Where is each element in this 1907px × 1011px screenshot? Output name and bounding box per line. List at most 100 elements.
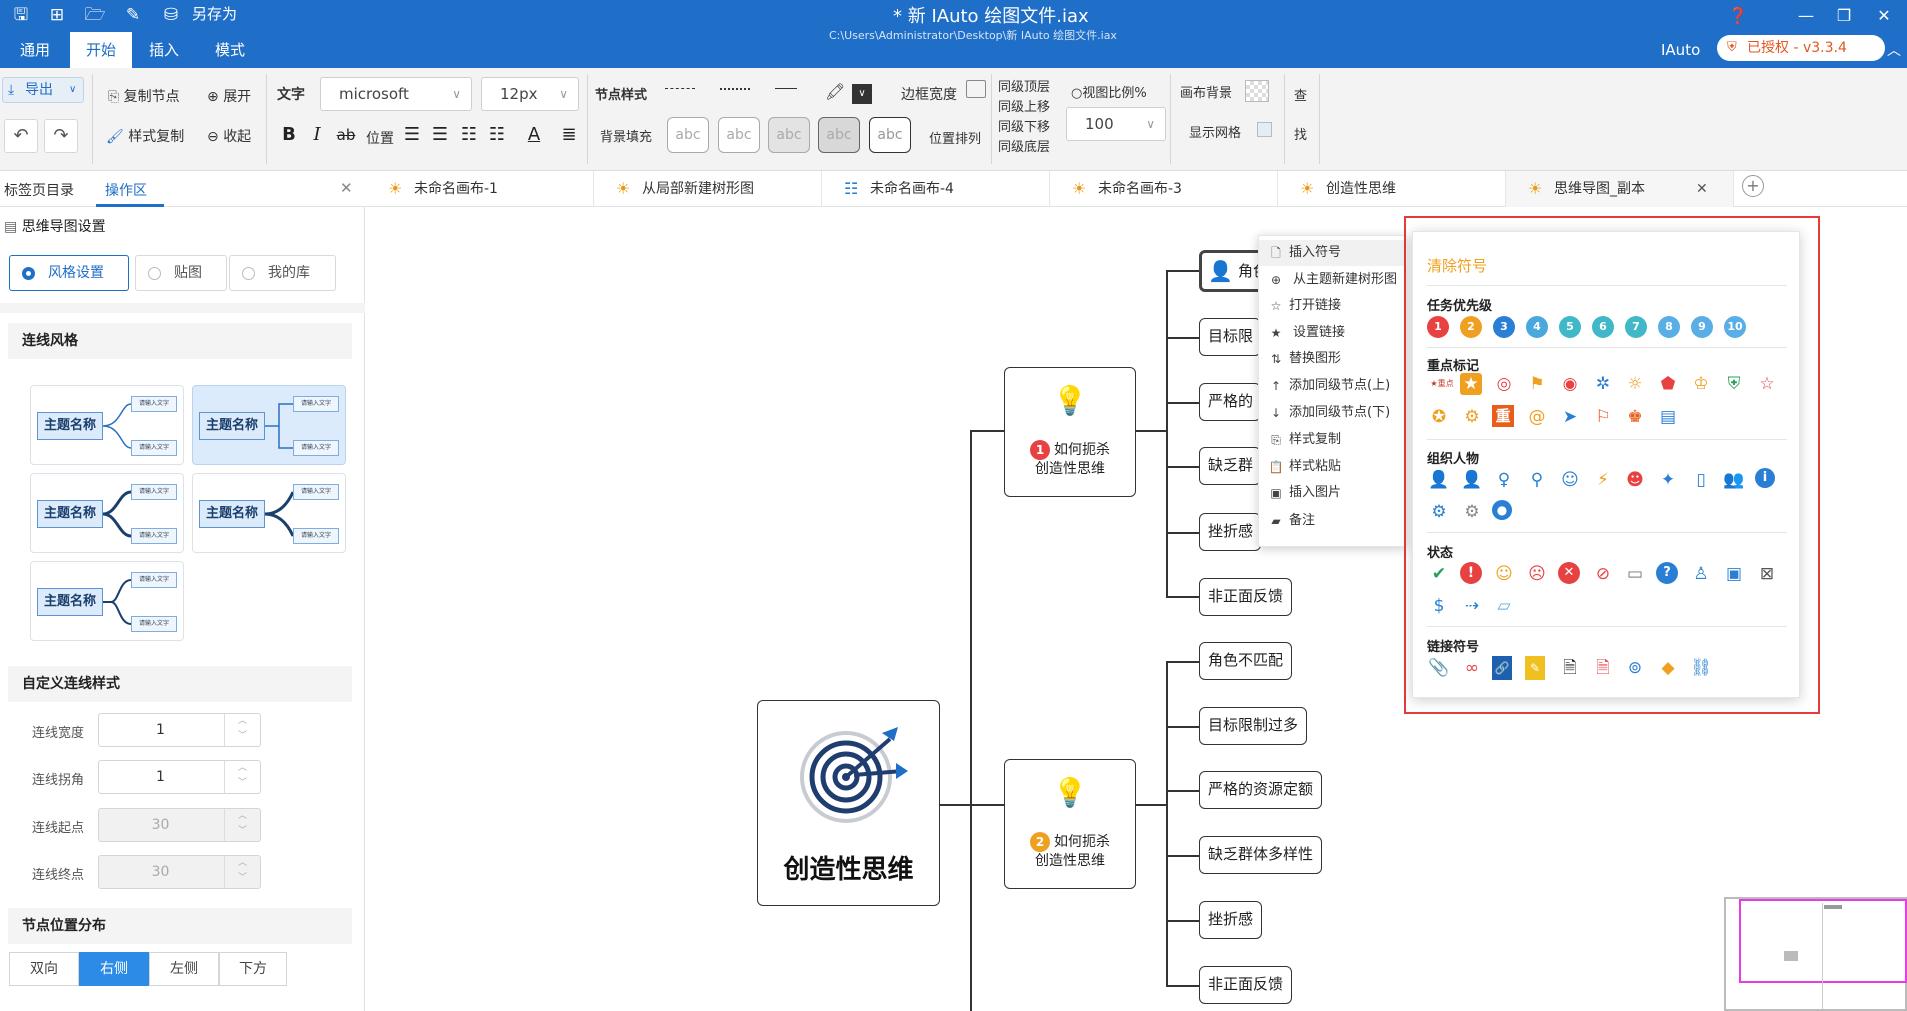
priority-1-icon[interactable]: 1 (1427, 316, 1449, 338)
ticket-icon[interactable]: ▱ (1497, 596, 1511, 616)
export-button[interactable]: ⤓ 导出 ∨ (2, 77, 84, 103)
font-size-select[interactable]: 12px∨ (481, 77, 579, 111)
position-left[interactable]: 左侧 (149, 952, 219, 986)
bold-button[interactable]: B (282, 124, 296, 145)
copy-node-button[interactable]: ⎘ 复制节点 (108, 86, 180, 106)
minimap[interactable] (1724, 897, 1907, 1011)
collapse-ribbon-icon[interactable]: ︿ (1887, 43, 1901, 59)
same-level-down-button[interactable]: 同级下移 (998, 120, 1051, 135)
stepper-icon[interactable]: ︿﹀ (224, 714, 260, 746)
line-style-3[interactable]: 主题名称 请输入文字 请输入文字 (30, 473, 184, 553)
leaf-node[interactable]: 目标限制过多 (1199, 707, 1308, 745)
pen-color-icon[interactable]: 🖍 (825, 82, 846, 101)
priority-9-icon[interactable]: 9 (1691, 316, 1713, 338)
doc-yellow-icon[interactable]: ✎ (1525, 656, 1545, 680)
menu-style-copy[interactable]: ⎘样式复制 (1259, 427, 1407, 453)
position-both[interactable]: 双向 (9, 952, 79, 986)
menu-replace-shape[interactable]: ⇅替换图形 (1259, 346, 1407, 372)
restore-button[interactable]: ❐ (1836, 6, 1852, 25)
menu-tab-start[interactable]: 开始 (70, 32, 132, 68)
menu-tab-insert[interactable]: 插入 (148, 41, 179, 59)
screen-x-icon[interactable]: ⊠ (1759, 564, 1775, 584)
heavy-badge-icon[interactable]: 重 (1492, 405, 1514, 427)
show-grid-checkbox[interactable] (1257, 122, 1272, 137)
menu-set-link[interactable]: ★设置链接 (1259, 320, 1407, 346)
fill-style-2[interactable]: abc (718, 117, 760, 153)
dotted-line-icon[interactable] (720, 88, 750, 90)
solid-line-icon[interactable] (775, 88, 797, 89)
swirl-icon[interactable]: @ (1528, 407, 1546, 427)
user-key-icon[interactable]: ♙ (1693, 564, 1709, 584)
users-icon[interactable]: 👥 (1723, 470, 1745, 490)
database-icon[interactable]: ⛁ (163, 5, 179, 25)
style-copy-button[interactable]: 🖌 样式复制 (106, 126, 184, 146)
menu-tab-general[interactable]: 通用 (19, 41, 50, 59)
leaf-node[interactable]: 非正面反馈 (1199, 578, 1293, 616)
zoom-select[interactable]: 100∨ (1066, 107, 1166, 141)
leaf-node[interactable]: 挫折感 (1199, 513, 1261, 551)
fill-style-4[interactable]: abc (818, 117, 860, 153)
radio-style[interactable]: 风格设置 (9, 255, 129, 291)
redo-button[interactable]: ↷ (44, 119, 78, 153)
close-window-button[interactable]: ✕ (1877, 6, 1891, 25)
medal-icon[interactable]: ✪ (1431, 407, 1447, 427)
menu-tab-mode[interactable]: 模式 (214, 41, 245, 59)
doc-tab-4[interactable]: ☀未命名画布-3 (1050, 171, 1278, 207)
close-tab-icon[interactable]: ✕ (1696, 181, 1708, 197)
priority-7-icon[interactable]: 7 (1625, 316, 1647, 338)
line-style-5[interactable]: 主题名称 请输入文字 请输入文字 (30, 561, 184, 641)
saveas-button[interactable]: 另存为 (192, 5, 238, 23)
doc-link-icon[interactable]: 🔗 (1492, 656, 1512, 680)
doc-check-icon[interactable]: ✔ (1431, 564, 1447, 584)
undo-button[interactable]: ↶ (4, 119, 38, 153)
same-level-bottom-button[interactable]: 同级底层 (998, 140, 1051, 155)
justify-icon[interactable]: ≣ (561, 124, 577, 145)
menu-style-paste[interactable]: 📋样式粘贴 (1259, 454, 1407, 480)
leaf-node[interactable]: 缺乏群体多样性 (1199, 836, 1323, 874)
doc-gear-icon[interactable]: ⚙ (1464, 407, 1480, 427)
line-style-2[interactable]: 主题名称 请输入文字 请输入文字 (192, 385, 346, 465)
menu-add-sibling-below[interactable]: ↓添加同级节点(下) (1259, 400, 1407, 426)
shield-star-icon[interactable]: ⬟ (1660, 374, 1676, 394)
priority-4-icon[interactable]: 4 (1526, 316, 1548, 338)
same-level-top-button[interactable]: 同级顶层 (998, 80, 1051, 95)
position-right[interactable]: 右侧 (79, 952, 149, 986)
minimap-viewport[interactable] (1739, 899, 1907, 983)
user-box-icon[interactable]: ▣ (1725, 564, 1743, 584)
leaf-node[interactable]: 挫折感 (1199, 901, 1263, 939)
user-red-icon[interactable]: 👤 (1428, 470, 1450, 490)
flag-icon[interactable]: ⚑ (1529, 374, 1545, 394)
pdf-icon[interactable]: 🗎 (1596, 658, 1610, 678)
leaf-node[interactable]: 缺乏群 (1199, 447, 1261, 485)
menu-insert-image[interactable]: ▣插入图片 (1259, 480, 1407, 506)
priority-10-icon[interactable]: 10 (1724, 316, 1746, 338)
vip-user-icon[interactable]: ♚ (1627, 407, 1643, 427)
user-circle-icon[interactable]: ☺ (1561, 470, 1579, 490)
dollar-icon[interactable]: $ (1433, 596, 1445, 616)
key-mark-tag-icon[interactable]: ★重点 (1427, 372, 1457, 396)
border-width-icon[interactable] (966, 80, 986, 98)
target-icon[interactable]: ◎ (1496, 374, 1512, 394)
list-star-icon[interactable]: ☆ (1759, 374, 1775, 394)
menu-add-sibling-above[interactable]: ↑添加同级节点(上) (1259, 373, 1407, 399)
italic-button[interactable]: I (313, 124, 321, 145)
radio-my-library[interactable]: 我的库 (229, 255, 336, 291)
align-left-icon[interactable]: ☰ (403, 124, 421, 145)
expand-button[interactable]: ⊕ 展开 (207, 86, 251, 106)
priority-5-icon[interactable]: 5 (1559, 316, 1581, 338)
radio-sticker[interactable]: 贴图 (135, 255, 227, 291)
line-style-1[interactable]: 主题名称 请输入文字 请输入文字 (30, 385, 184, 465)
collapse-button[interactable]: ⊖ 收起 (207, 126, 251, 146)
menu-new-tree[interactable]: ⊕从主题新建树形图 (1259, 267, 1407, 293)
lightning-user-icon[interactable]: ⚡ (1597, 470, 1609, 490)
add-tab-icon[interactable]: + (1742, 175, 1764, 197)
help-icon[interactable]: ❓ (1728, 6, 1748, 25)
doc-tab-5[interactable]: ☀创造性思维 (1278, 171, 1506, 207)
info-icon[interactable]: i (1755, 468, 1775, 488)
question-icon[interactable]: ? (1656, 562, 1678, 584)
user-girl-icon[interactable]: ☻ (1626, 470, 1644, 490)
find-button-2[interactable]: 找 (1294, 128, 1308, 143)
close-circle-icon[interactable]: ✕ (1558, 562, 1580, 584)
